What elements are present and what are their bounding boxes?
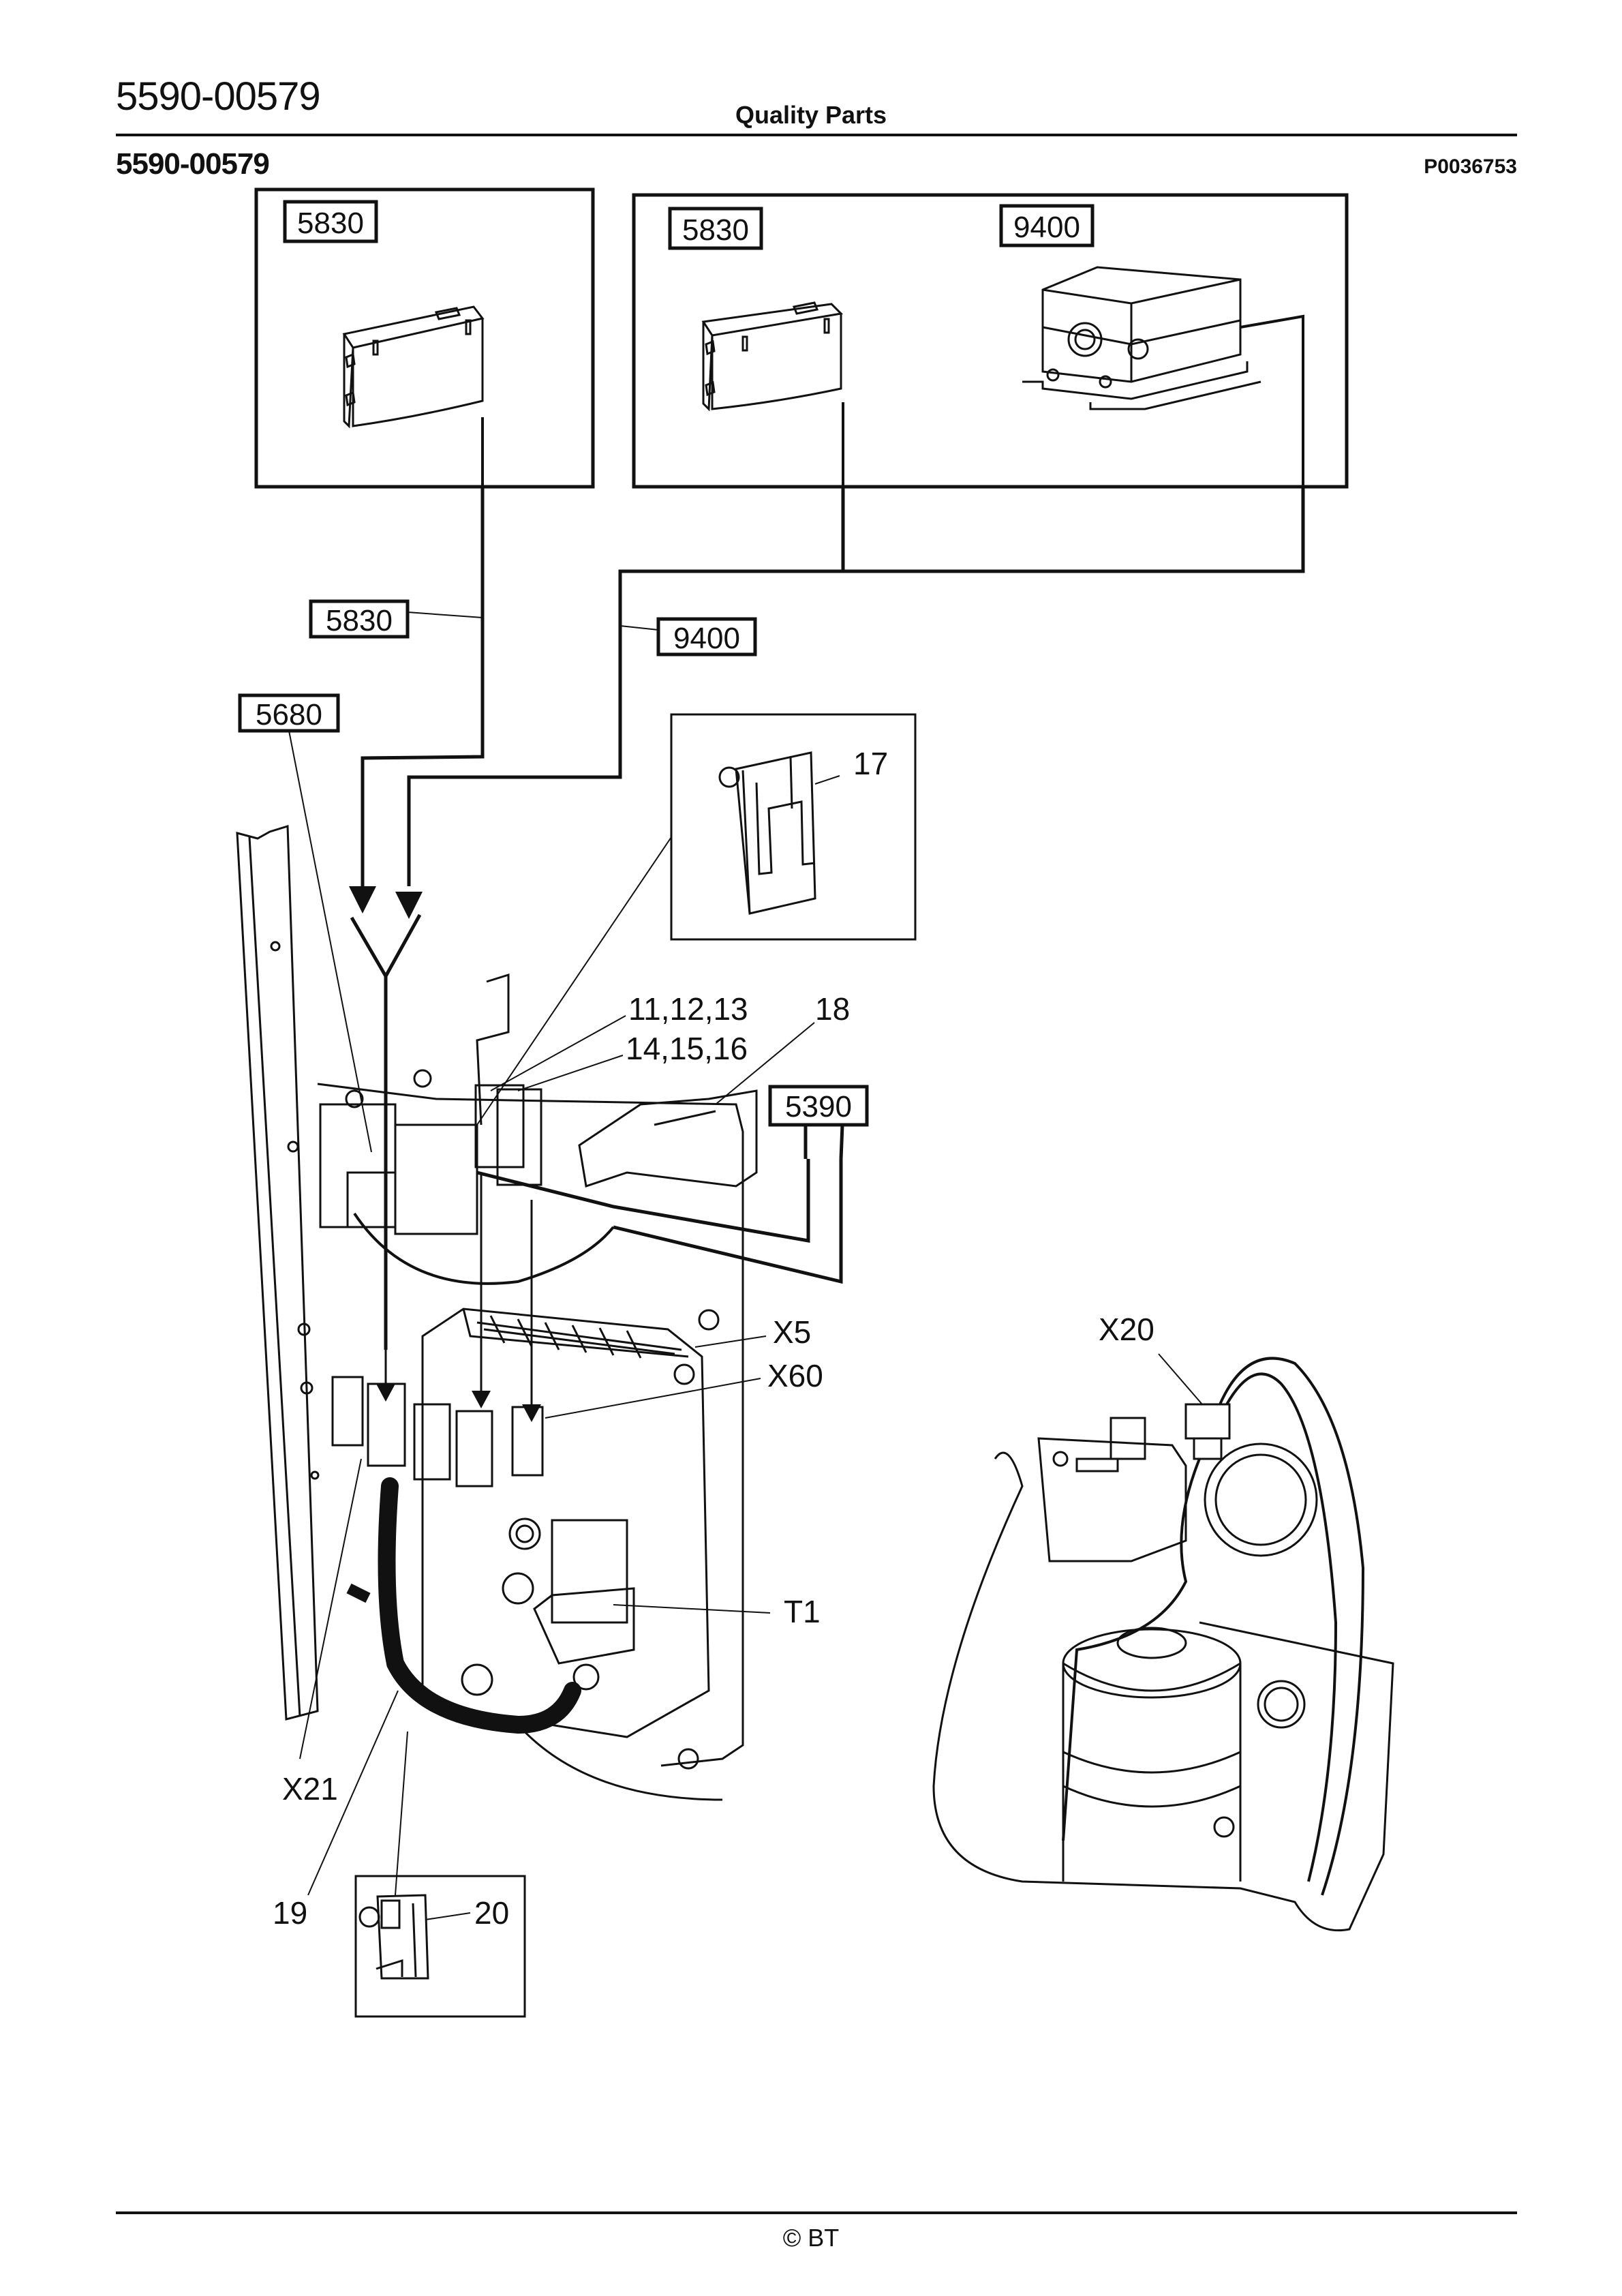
copyright: © BT (782, 2224, 840, 2252)
callout-x20-leader (1158, 1353, 1203, 1405)
ref-box-9400: 9400 (999, 204, 1095, 247)
picture-code: P0036753 (1424, 155, 1517, 178)
panel-5830-standalone: 5830 (254, 187, 595, 489)
main-assembly-drawing (236, 824, 758, 1801)
ref-box-5680-lead: 5680 (238, 693, 372, 1153)
ref-box-5830-b: 5830 (668, 207, 763, 250)
ref-label: 5830 (326, 604, 393, 637)
ref-label: 5830 (682, 213, 749, 247)
header-divider (116, 134, 1517, 136)
module-5830-b-drawing (701, 301, 844, 412)
harness-5390-wires (353, 1159, 843, 1285)
cable-19 (378, 1477, 581, 1734)
ref-label: 5680 (256, 698, 322, 731)
callout-14-15-16: 14,15,16 (626, 1031, 748, 1066)
callout-x20: X20 (1099, 1312, 1154, 1347)
harness-junction (350, 913, 422, 1350)
arrow-5830 (349, 886, 376, 913)
callouts-main (299, 1015, 815, 1896)
callout-t1: T1 (784, 1594, 821, 1629)
cable-stub (346, 1583, 371, 1603)
ref-box-5830-a: 5830 (283, 200, 378, 243)
harness-routing (361, 487, 1305, 886)
module-5830-drawing (342, 305, 485, 429)
panel-5830-9400: 5830 9400 (632, 193, 1349, 489)
document-number: 5590-00579 (116, 74, 321, 119)
connector-arrows (384, 1173, 533, 1404)
footer-divider (116, 2211, 1517, 2214)
callout-18: 18 (815, 991, 850, 1027)
arrow-9400 (395, 892, 423, 919)
callout-11-12-13: 11,12,13 (628, 991, 748, 1027)
ref-label: 5390 (785, 1090, 852, 1123)
arrow-x60-b (522, 1404, 541, 1422)
callout-17: 17 (853, 746, 888, 781)
ref-box-5390: 5390 (768, 1085, 869, 1160)
callout-x60: X60 (767, 1358, 823, 1393)
callout-20: 20 (474, 1895, 509, 1931)
ref-label: 5830 (297, 207, 364, 240)
inset-clamp-20: 20 (354, 1875, 526, 2018)
diagram-number: 5590-00579 (116, 147, 270, 181)
ref-label: 9400 (673, 622, 740, 655)
ref-label: 9400 (1013, 211, 1080, 244)
inset-clip-17: 17 (476, 713, 917, 1126)
x20-detail-drawing (932, 1357, 1394, 1932)
callout-x21: X21 (282, 1771, 338, 1807)
arrow-x21 (376, 1384, 395, 1402)
ref-box-5830-lead: 5830 (309, 599, 483, 639)
switch-9400-drawing (1022, 266, 1261, 410)
callout-x5: X5 (773, 1314, 811, 1350)
section-title: Quality Parts (735, 101, 887, 129)
ref-box-9400-lead: 9400 (619, 617, 757, 656)
callout-19: 19 (273, 1895, 307, 1931)
arrow-x60-a (472, 1391, 491, 1408)
